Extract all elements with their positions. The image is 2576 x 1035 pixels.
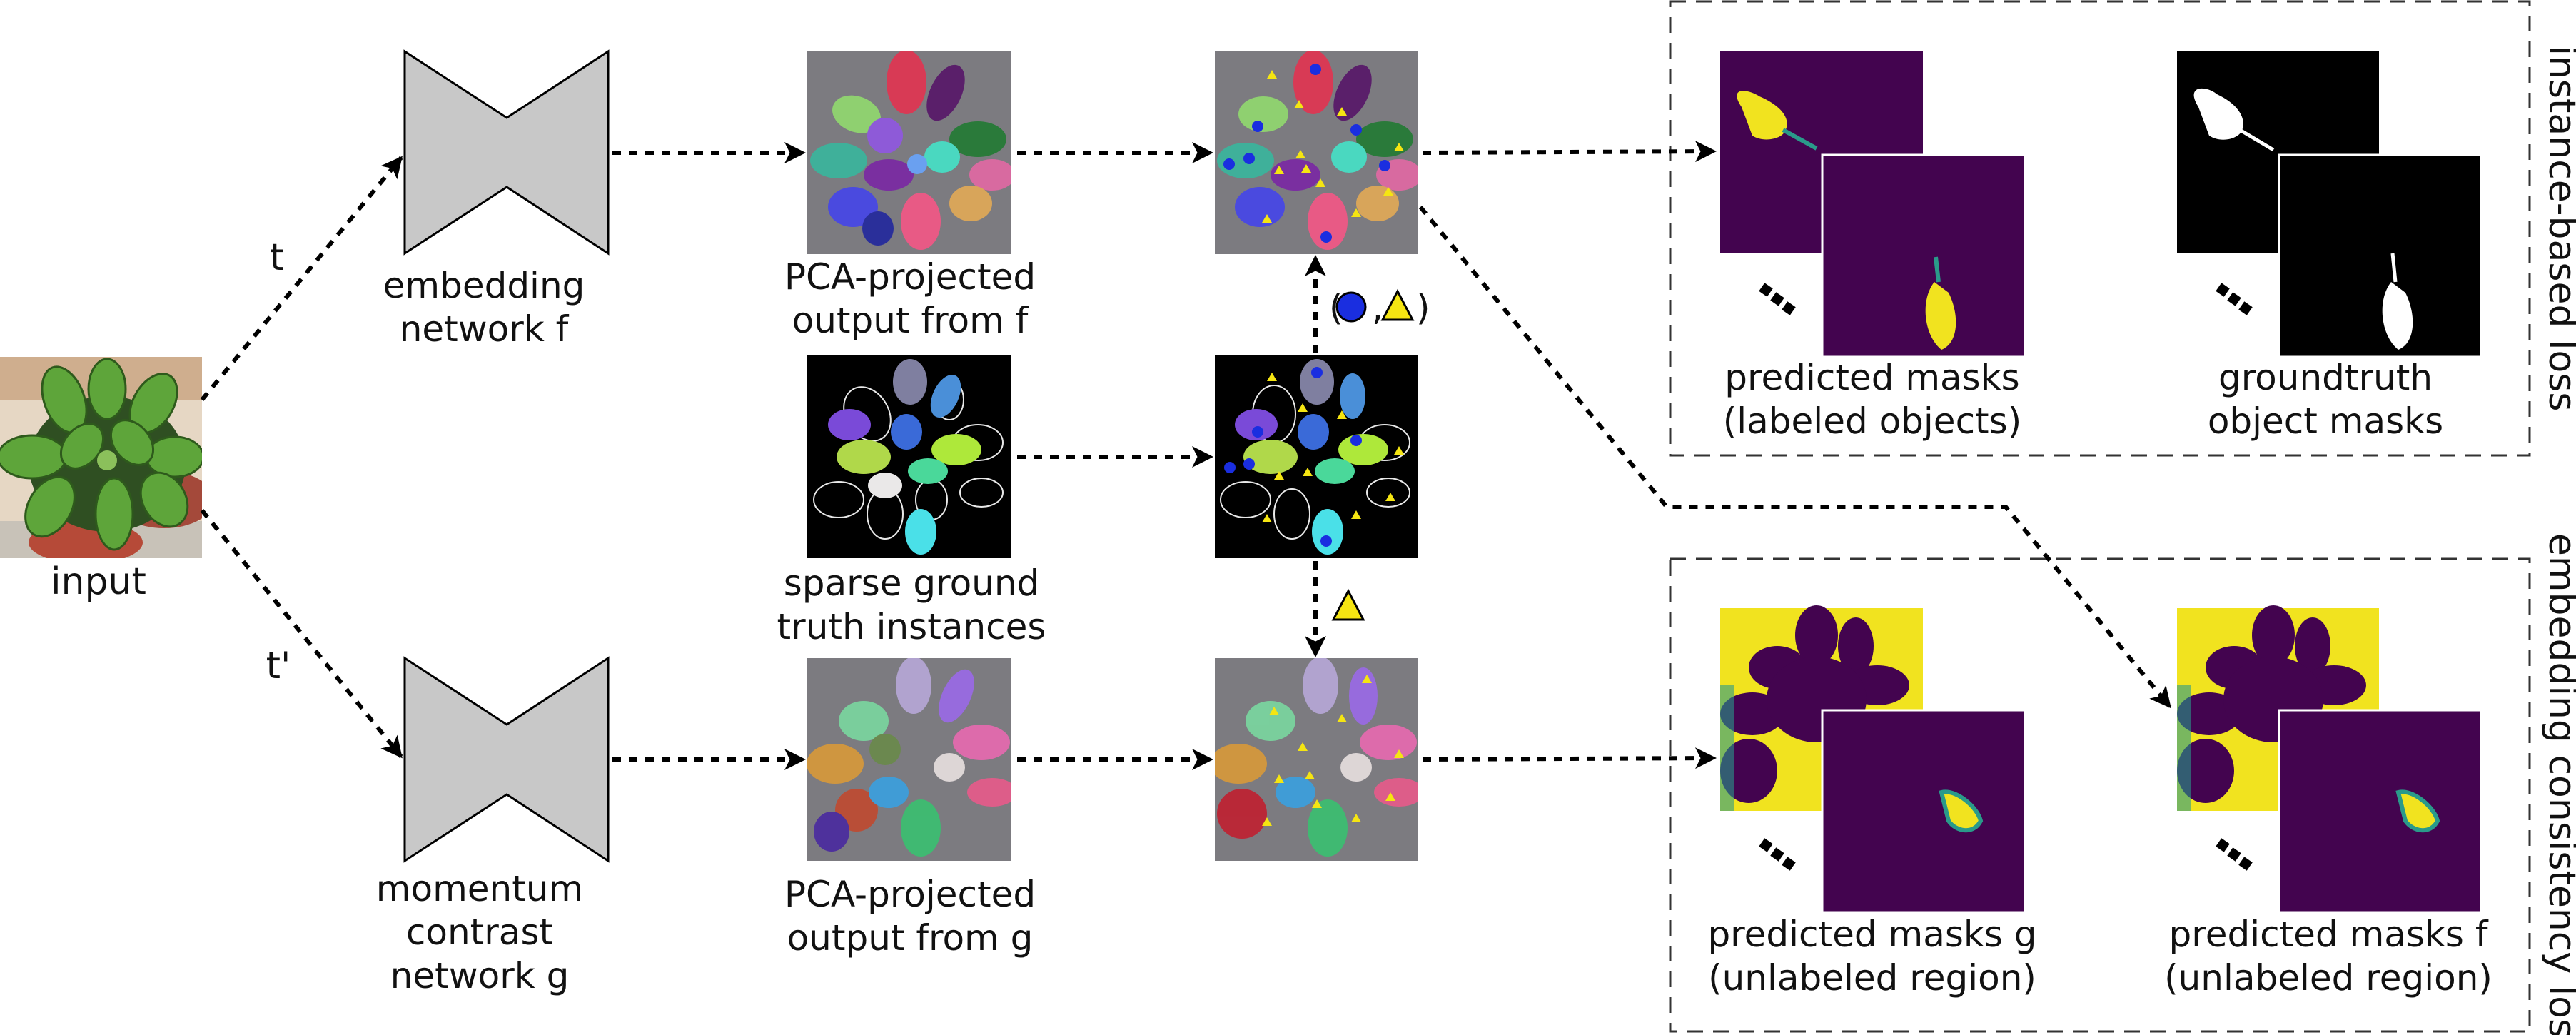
sparse-gt-label-1: sparse ground (784, 562, 1040, 604)
pred-labeled-front (1821, 153, 2026, 358)
pca-g-label-2: output from g (787, 917, 1034, 959)
ellipsis-dots-3 (1759, 838, 1796, 871)
pca-f-label-1: PCA-projected (784, 256, 1036, 298)
comma: , (1372, 287, 1383, 328)
input-image (0, 357, 202, 558)
momentum-network-hourglass (403, 656, 610, 863)
ellipsis-dots-2 (2216, 283, 2253, 315)
embedding-loss-box (1669, 557, 2531, 1033)
momentum-network-label-1: momentum (376, 868, 583, 909)
momentum-network-label-3: network g (390, 955, 570, 996)
embedding-network-label-1: embedding (383, 265, 585, 306)
embedding-network-label-2: network f (400, 308, 570, 350)
arrow-input-to-g (200, 509, 403, 759)
marked-pca-f-image (1215, 51, 1418, 254)
sparse-gt-label-2: truth instances (777, 606, 1046, 647)
gt-masks-label-2: object masks (2208, 400, 2443, 442)
pred-g-label-2: (unlabeled region) (1708, 957, 2036, 999)
marked-gt-image (1215, 355, 1418, 558)
momentum-network-label-2: contrast (406, 912, 553, 953)
arrow-marked-g-to-pred-g (1422, 747, 1717, 769)
pred-labeled-label-2: (labeled objects) (1723, 400, 2021, 442)
t-label: t (270, 236, 284, 279)
pca-g-label-1: PCA-projected (784, 874, 1036, 915)
gt-mask-front (2278, 153, 2482, 358)
pca-output-f-image (807, 51, 1011, 254)
pred-f-label-2: (unlabeled region) (2164, 957, 2492, 999)
pca-f-label-2: output from f (792, 300, 1029, 341)
pred-labeled-label-1: predicted masks (1724, 357, 2019, 398)
arrow-marked-f-to-pred-labeled (1422, 141, 1717, 163)
t-prime-label: t' (266, 645, 291, 687)
arrow-input-to-f (200, 156, 403, 401)
instance-loss-box (1669, 0, 2531, 457)
embedding-loss-label: embedding consistency loss (2540, 533, 2576, 1035)
arrow-marked-f-to-pred-f (1418, 206, 2172, 709)
marked-pca-g-image (1215, 658, 1418, 861)
ellipsis-dots-4 (2216, 838, 2253, 871)
pred-f-label-1: predicted masks f (2169, 914, 2489, 955)
instance-loss-label: instance-based loss (2540, 46, 2576, 412)
embedding-network-hourglass (403, 49, 610, 256)
blue-dot-icon (1335, 291, 1367, 323)
pred-g-front (1821, 709, 2026, 914)
yellow-triangle-icon-g (1331, 588, 1365, 621)
pred-f-front (2278, 709, 2482, 914)
pca-output-g-image (807, 658, 1011, 861)
yellow-triangle-icon (1380, 288, 1415, 321)
paren-close: ) (1416, 287, 1430, 328)
sparse-gt-image (807, 355, 1011, 558)
ellipsis-dots-1 (1759, 283, 1796, 315)
input-label: input (51, 560, 146, 603)
gt-masks-label-1: groundtruth (2218, 357, 2433, 398)
pred-g-label-1: predicted masks g (1707, 914, 2036, 955)
